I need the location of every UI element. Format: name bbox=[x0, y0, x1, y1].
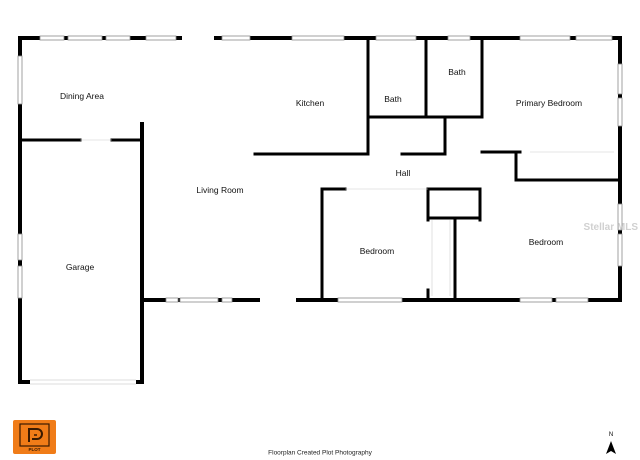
door-openings bbox=[30, 35, 614, 385]
windows bbox=[17, 35, 623, 303]
room-label-garage: Garage bbox=[65, 262, 95, 272]
room-label-bedroom: Bedroom bbox=[359, 246, 395, 256]
room-label-living-room: Living Room bbox=[196, 185, 244, 195]
room-label-bedroom-right: Bedroom bbox=[528, 237, 564, 247]
exterior-walls bbox=[18, 36, 622, 384]
room-label-bath: Bath bbox=[384, 94, 402, 104]
room-label-bath-upper: Bath bbox=[448, 67, 466, 77]
room-label-kitchen: Kitchen bbox=[295, 98, 325, 108]
interior-walls bbox=[20, 36, 622, 302]
watermark: Stellar MLS bbox=[583, 222, 638, 233]
north-label: N bbox=[608, 432, 614, 438]
plot-logo-icon bbox=[19, 423, 50, 447]
room-label-hall: Hall bbox=[395, 168, 411, 178]
logo-text: PLOT bbox=[28, 447, 41, 452]
room-label-dining-area: Dining Area bbox=[60, 91, 104, 101]
north-arrow-icon: N bbox=[604, 432, 618, 456]
plot-logo: PLOT bbox=[13, 420, 56, 454]
floorplan-caption: Floorplan Created Plot Photography bbox=[268, 449, 372, 457]
room-label-primary-bedroom: Primary Bedroom bbox=[515, 98, 583, 108]
